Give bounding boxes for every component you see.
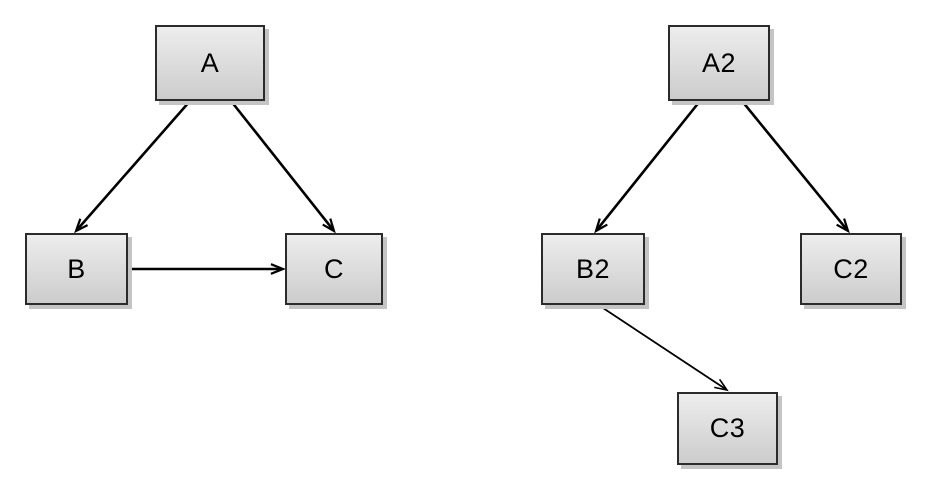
node-b[interactable]: B xyxy=(25,233,128,305)
arrowhead-icon xyxy=(74,218,89,234)
edge-line xyxy=(595,100,702,231)
node-label: A2 xyxy=(701,47,737,78)
edge-b2-c3 xyxy=(599,305,729,392)
edge-a2-c2 xyxy=(740,100,850,234)
arrowhead-icon xyxy=(714,378,729,392)
edge-a2-b2 xyxy=(594,100,702,234)
edge-a-b xyxy=(74,100,191,234)
edge-line xyxy=(76,100,191,231)
edge-line xyxy=(599,305,727,390)
node-a2[interactable]: A2 xyxy=(668,25,770,101)
arrowhead-icon xyxy=(594,218,608,234)
node-b2[interactable]: B2 xyxy=(541,233,645,305)
edge-a-c xyxy=(229,100,336,234)
node-label: B2 xyxy=(575,253,611,284)
node-a[interactable]: A xyxy=(155,25,265,101)
node-label: C3 xyxy=(709,413,746,443)
node-label: A xyxy=(200,47,220,78)
node-label: C xyxy=(324,253,344,284)
node-c[interactable]: C xyxy=(285,233,383,305)
node-c2[interactable]: C2 xyxy=(800,233,902,305)
arrowhead-icon xyxy=(322,218,336,234)
arrowhead-icon xyxy=(836,218,850,234)
node-c3[interactable]: C3 xyxy=(677,392,778,465)
edge-line xyxy=(229,100,335,231)
edge-line xyxy=(740,100,849,231)
arrowhead-icon xyxy=(270,263,286,275)
edge-b-c xyxy=(129,263,286,275)
node-label: B xyxy=(67,253,86,284)
node-label: C2 xyxy=(833,253,869,284)
